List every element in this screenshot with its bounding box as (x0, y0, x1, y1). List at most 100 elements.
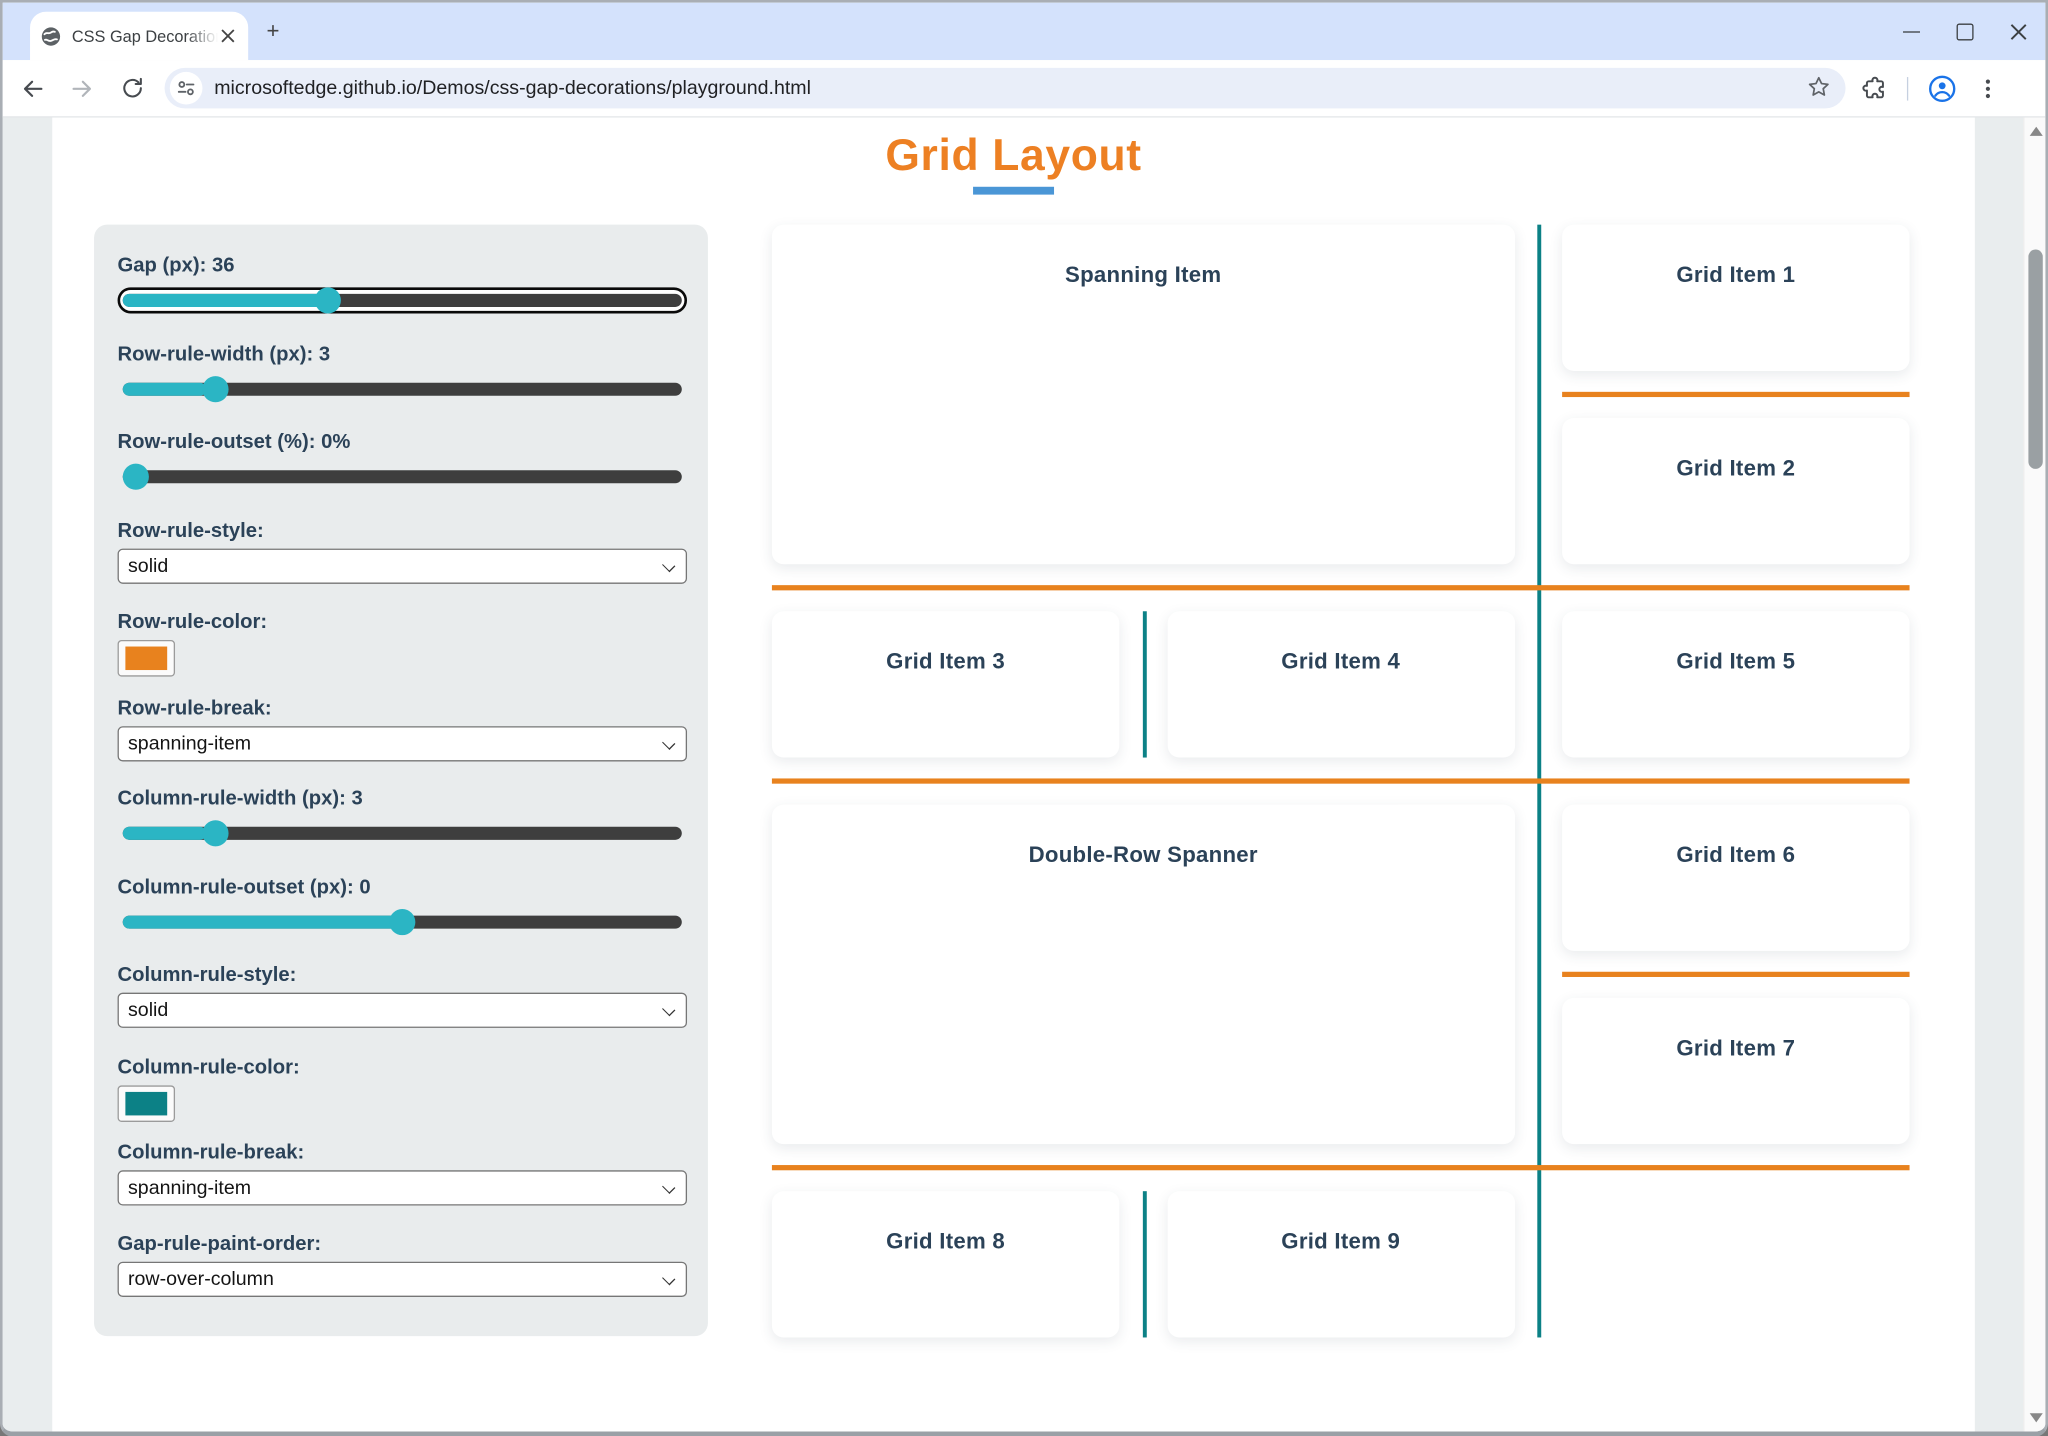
page-viewport: Grid Layout Gap (px): 36 Row-rule-width (… (2, 117, 2046, 1431)
favicon-globe-icon (40, 25, 61, 46)
controls-panel: Gap (px): 36 Row-rule-width (px): 3 Row-ru… (94, 224, 708, 1337)
control-slider: Row-rule-outset (%): 0% (118, 430, 687, 490)
back-icon[interactable] (13, 69, 52, 108)
range-slider[interactable] (118, 376, 687, 403)
browser-menu-dots-icon[interactable] (1976, 76, 2000, 100)
select-dropdown[interactable]: spanning-item (117, 726, 688, 762)
control-label: Column-rule-outset (px): 0 (117, 876, 371, 899)
scrollbar-down-icon[interactable] (2029, 1412, 2043, 1422)
maximize-button[interactable] (1956, 22, 1974, 40)
color-picker[interactable] (117, 639, 176, 677)
chevron-down-icon (662, 1272, 676, 1286)
control-label: Column-rule-color: (117, 1056, 300, 1079)
control-label: Row-rule-width (px): 3 (117, 343, 331, 366)
tab-title: CSS Gap Decorations playgroun (71, 26, 218, 46)
control-select: Column-rule-style:solid (117, 963, 688, 1028)
color-picker[interactable] (117, 1085, 176, 1122)
profile-avatar-icon[interactable] (1927, 72, 1958, 103)
grid-item-label: Double-Row Spanner (1028, 842, 1258, 868)
select-value: spanning-item (127, 1176, 252, 1200)
control-color: Row-rule-color: (117, 610, 687, 677)
grid-item-label: Grid Item 6 (1676, 842, 1796, 868)
grid-item-label: Grid Item 4 (1281, 649, 1401, 674)
control-label: Column-rule-break: (117, 1141, 305, 1164)
select-dropdown[interactable]: solid (117, 992, 688, 1028)
refresh-icon[interactable] (112, 69, 151, 108)
control-label: Row-rule-break: (117, 697, 272, 720)
control-select: Row-rule-style: solid (117, 519, 688, 584)
row-rule-segment (771, 778, 1910, 784)
scrollbar-thumb[interactable] (2028, 249, 2043, 469)
select-dropdown[interactable]: spanning-item (117, 1170, 688, 1206)
extensions-puzzle-icon[interactable] (1861, 74, 1888, 101)
page-scrollbar[interactable] (2023, 117, 2046, 1431)
browser-tab[interactable]: CSS Gap Decorations playgroun (30, 11, 249, 61)
select-value: solid (127, 555, 169, 578)
title-underline (973, 186, 1055, 195)
row-rule-segment (771, 585, 1910, 591)
grid-item-label: Grid Item 9 (1281, 1229, 1401, 1254)
site-info-tune-icon[interactable] (169, 71, 203, 105)
column-rule-segment (1142, 611, 1147, 758)
row-rule-segment (771, 1165, 1910, 1171)
slider-thumb[interactable] (202, 376, 229, 403)
color-chip (125, 646, 168, 671)
title-bar: CSS Gap Decorations playgroun + (2, 2, 2046, 61)
color-chip (125, 1091, 168, 1116)
grid-item-label: Grid Item 7 (1676, 1035, 1796, 1061)
control-slider: Row-rule-width (px): 3 (117, 342, 687, 403)
url-bar[interactable]: microsoftedge.github.io/Demos/css-gap-de… (164, 67, 1846, 109)
grid-item-card: Grid Item 8 (771, 1191, 1120, 1338)
chevron-down-icon (662, 1180, 676, 1194)
tab-close-icon[interactable] (218, 25, 238, 46)
select-dropdown[interactable]: row-over-column (117, 1261, 688, 1297)
control-slider: Column-rule-outset (px): 0 (117, 875, 687, 936)
bookmark-star-icon[interactable] (1805, 73, 1832, 100)
grid-item-label: Grid Item 3 (886, 649, 1006, 674)
slider-thumb[interactable] (202, 820, 229, 847)
slider-thumb[interactable] (122, 463, 149, 490)
grid-item-card: Grid Item 1 (1562, 224, 1910, 371)
grid-item-card: Grid Item 9 (1167, 1191, 1515, 1338)
control-slider: Column-rule-width (px): 3 (118, 786, 687, 847)
page-title: Grid Layout (885, 130, 1142, 181)
control-slider: Gap (px): 36 (117, 253, 688, 314)
row-rule-segment (1562, 971, 1910, 977)
slider-thumb[interactable] (389, 909, 416, 936)
select-value: spanning-item (127, 732, 252, 755)
browser-toolbar: microsoftedge.github.io/Demos/css-gap-de… (2, 60, 2046, 118)
forward-icon[interactable] (63, 69, 102, 108)
grid-item-card: Grid Item 3 (771, 611, 1120, 758)
range-slider[interactable] (118, 909, 687, 936)
range-slider[interactable] (117, 287, 688, 314)
control-select: Column-rule-break: spanning-item (117, 1140, 688, 1206)
scrollbar-up-icon[interactable] (2029, 126, 2043, 136)
chevron-down-icon (662, 1002, 676, 1017)
grid-item-card: Grid Item 6 (1562, 804, 1910, 951)
toolbar-divider (1906, 76, 1909, 100)
select-value: row-over-column (127, 1268, 274, 1291)
chevron-down-icon (662, 558, 676, 573)
close-button[interactable] (2010, 23, 2027, 40)
grid-item-card: Grid Item 7 (1562, 997, 1910, 1145)
control-label: Gap (px): 36 (117, 254, 235, 277)
control-label: Row-rule-style: (117, 519, 264, 543)
select-value: solid (127, 999, 169, 1022)
control-label: Gap-rule-paint-order: (117, 1232, 322, 1256)
control-label: Row-rule-outset (%): 0% (117, 431, 351, 454)
new-tab-button[interactable]: + (266, 18, 280, 44)
chevron-down-icon (662, 736, 676, 750)
range-slider[interactable] (118, 820, 687, 847)
slider-thumb[interactable] (314, 287, 341, 314)
minimize-button[interactable] (1903, 23, 1920, 40)
row-rule-segment (1562, 391, 1910, 398)
control-color: Column-rule-color: (117, 1055, 687, 1122)
url-text: microsoftedge.github.io/Demos/css-gap-de… (214, 77, 811, 100)
control-select: Row-rule-break: spanning-item (117, 696, 688, 762)
column-rule-segment (1142, 1191, 1147, 1338)
grid-item-card: Grid Item 5 (1562, 611, 1910, 758)
select-dropdown[interactable]: solid (117, 548, 688, 584)
grid-item-label: Grid Item 5 (1676, 649, 1796, 674)
range-slider[interactable] (118, 463, 687, 490)
